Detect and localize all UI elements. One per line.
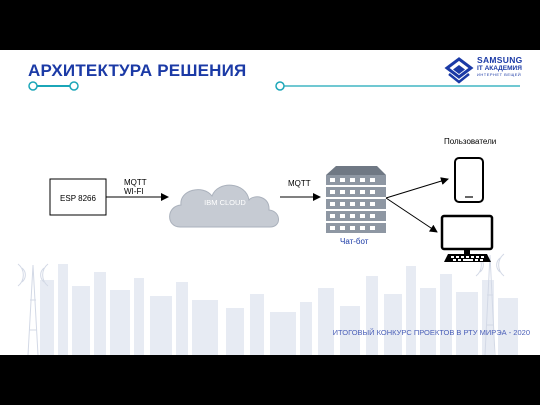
logo-text-samsung: SAMSUNG bbox=[477, 55, 523, 65]
samsung-academy-logo: SAMSUNG IT АКАДЕМИЯ ИНТЕРНЕТ ВЕЩЕЙ bbox=[444, 56, 534, 88]
smartphone-icon bbox=[454, 157, 484, 203]
server-label: Чат-бот bbox=[340, 237, 369, 246]
link1-protocol-label: MQTT bbox=[124, 178, 147, 187]
slide: АРХИТЕКТУРА РЕШЕНИЯ SAMSUNG IT АКАДЕМИЯ … bbox=[0, 50, 540, 355]
cloud-label: IBM CLOUD bbox=[204, 198, 246, 207]
title-underline-decoration bbox=[28, 81, 79, 91]
slide-title: АРХИТЕКТУРА РЕШЕНИЯ bbox=[28, 61, 247, 80]
desktop-monitor-icon bbox=[440, 214, 494, 262]
server-rack-icon bbox=[326, 166, 386, 233]
users-title: Пользователи bbox=[444, 137, 496, 146]
architecture-diagram: ESP 8266 MQTT WI-FI IBM CLOUD MQTT bbox=[49, 137, 496, 262]
link1-network-label: WI-FI bbox=[124, 187, 144, 196]
esp-device-label: ESP 8266 bbox=[60, 194, 96, 203]
samsung-academy-logo-icon bbox=[444, 57, 474, 84]
link2-protocol-label: MQTT bbox=[288, 179, 311, 188]
city-skyline-background bbox=[17, 253, 518, 355]
footer-caption: ИТОГОВЫЙ КОНКУРС ПРОЕКТОВ В РТУ МИРЭА - … bbox=[332, 328, 530, 337]
arrow-server-to-desktop bbox=[385, 197, 438, 233]
cloud-icon: IBM CLOUD bbox=[169, 184, 279, 228]
esp-device-node: ESP 8266 bbox=[49, 178, 107, 216]
divider-line-decoration bbox=[275, 81, 520, 91]
logo-text-academy: IT АКАДЕМИЯ bbox=[477, 64, 522, 72]
arrow-server-to-phone bbox=[385, 177, 449, 199]
logo-text-iot: ИНТЕРНЕТ ВЕЩЕЙ bbox=[477, 72, 522, 77]
